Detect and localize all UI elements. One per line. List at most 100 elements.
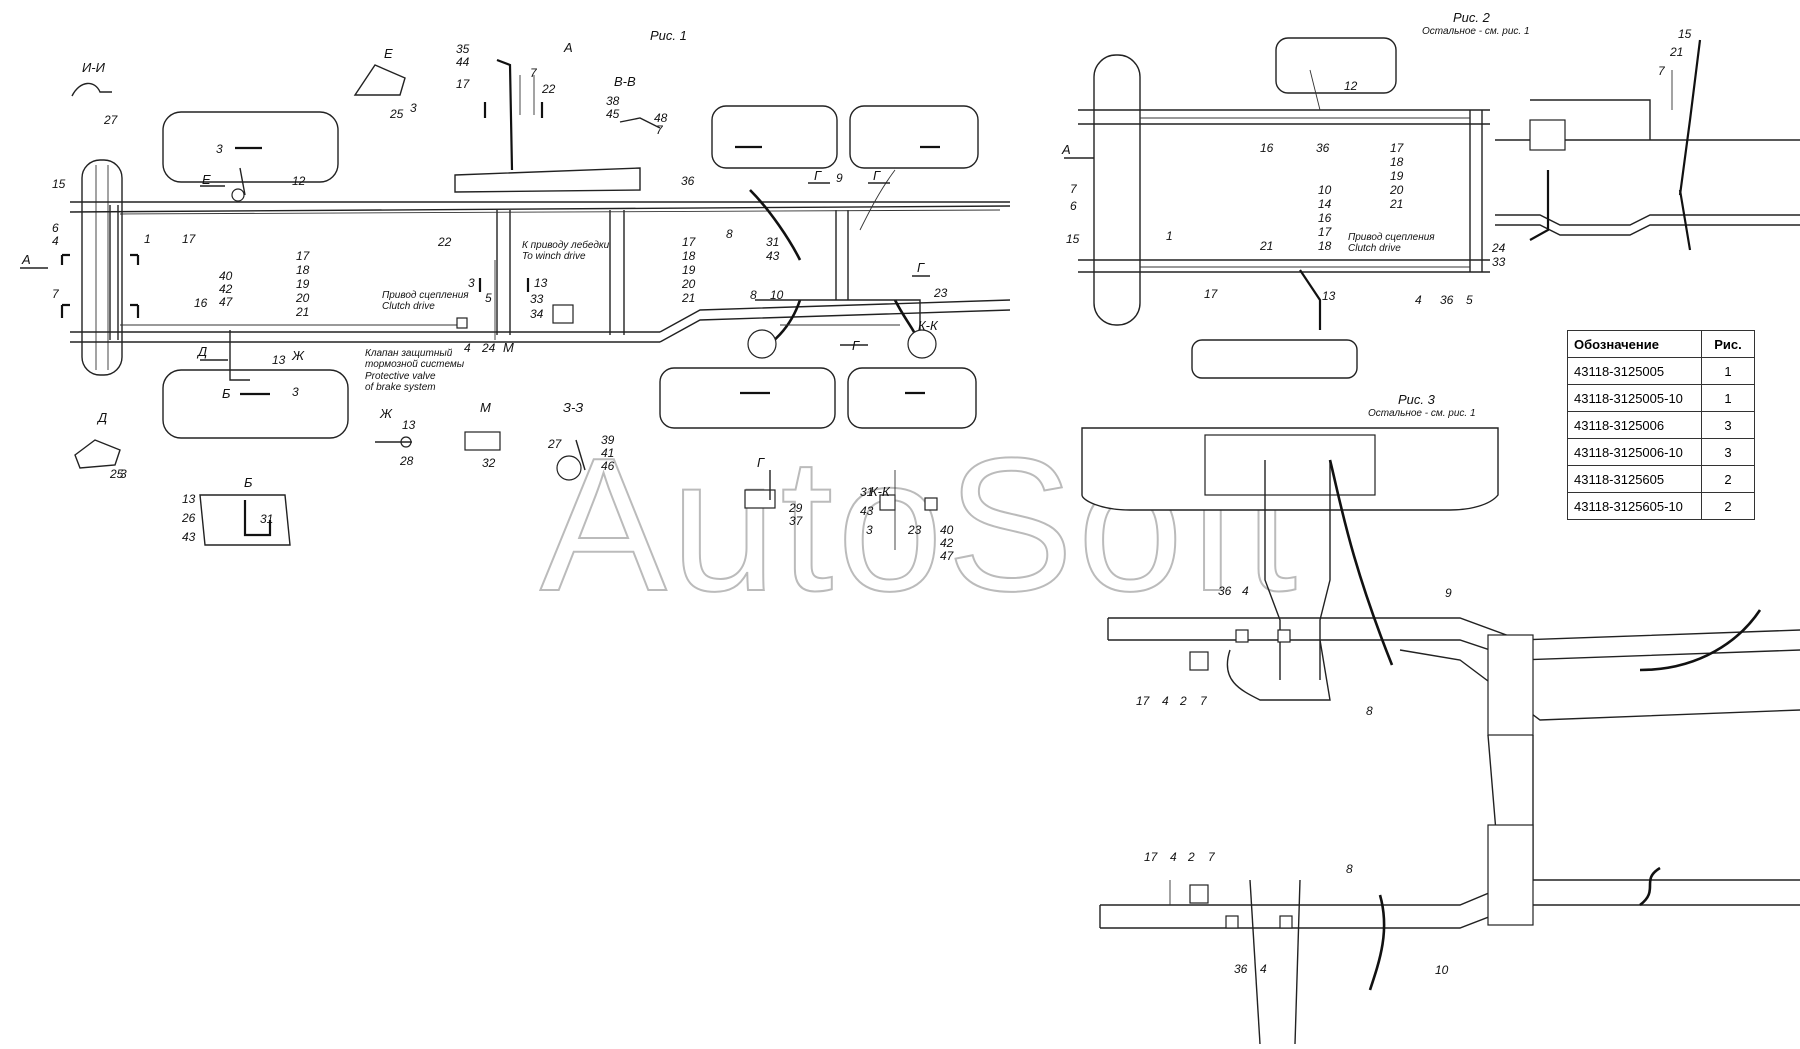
callout-17: 17 xyxy=(1318,225,1333,239)
rear-tire-bottom-1 xyxy=(659,367,836,429)
callout-8: 8 xyxy=(1366,704,1373,718)
callout-1: 1 xyxy=(1166,229,1173,243)
callout-17: 17 xyxy=(296,249,311,263)
rear-axle-hoses xyxy=(747,169,937,359)
callout-5: 5 xyxy=(485,291,492,305)
callout-21: 21 xyxy=(681,291,695,305)
table-cell-designation: 43118-3125605-10 xyxy=(1567,492,1702,520)
table-cell-designation: 43118-3125006-10 xyxy=(1567,438,1702,466)
figure-2: Рис. 2 Остальное - см. рис. 1 А Привод с… xyxy=(1061,10,1800,379)
callout-4: 4 xyxy=(1162,694,1169,708)
fig2-callouts: 12 16 36 17 18 19 20 21 10 14 16 17 18 7… xyxy=(1066,27,1692,307)
callout-18: 18 xyxy=(1390,155,1404,169)
callout-7: 7 xyxy=(1658,64,1666,78)
section-markers xyxy=(20,102,930,361)
view-m: М xyxy=(480,400,491,415)
callout-6: 6 xyxy=(52,221,59,235)
note-clutch-en: Clutch drive xyxy=(382,301,435,312)
callout-12: 12 xyxy=(1344,79,1358,93)
front-tire-bottom xyxy=(162,369,349,439)
callout-10: 10 xyxy=(1318,183,1332,197)
table-row: 43118-3125006 3 xyxy=(1567,411,1755,439)
figure-2-note: Остальное - см. рис. 1 xyxy=(1422,26,1530,37)
note-valve-ru-1: Клапан защитный xyxy=(365,348,453,359)
fig2-note-clutch-en: Clutch drive xyxy=(1348,243,1401,254)
note-clutch-ru: Привод сцепления xyxy=(382,290,469,301)
callout-4: 4 xyxy=(1170,850,1177,864)
callout-21: 21 xyxy=(1389,197,1403,211)
view-ii: И-И xyxy=(82,60,106,75)
callout-39: 39 xyxy=(601,433,615,447)
bracket-a xyxy=(454,58,641,193)
callout-5: 5 xyxy=(1466,293,1473,307)
note-valve-en-2: of brake system xyxy=(365,382,436,393)
detail-ye xyxy=(353,64,406,96)
callout-28: 28 xyxy=(399,454,414,468)
table-cell-figure: 3 xyxy=(1701,411,1755,439)
callout-15: 15 xyxy=(1066,232,1080,246)
callout-4: 4 xyxy=(464,341,471,355)
callout-25: 25 xyxy=(109,467,124,481)
table-row: 43118-3125605 2 xyxy=(1567,465,1755,493)
callout-10: 10 xyxy=(770,288,784,302)
rear-tire-top-1 xyxy=(711,105,838,169)
callout-4: 4 xyxy=(52,234,59,248)
view-marker-b-frame: Б xyxy=(222,386,231,401)
callout-9: 9 xyxy=(1445,586,1452,600)
callout-47: 47 xyxy=(940,549,955,563)
callout-36: 36 xyxy=(1234,962,1248,976)
rear-tire-bottom-2 xyxy=(847,367,977,429)
view-marker-a-left: А xyxy=(21,252,31,267)
callout-20: 20 xyxy=(295,291,310,305)
callout-17: 17 xyxy=(182,232,197,246)
view-marker-m-frame: М xyxy=(503,340,514,355)
callout-7: 7 xyxy=(656,123,664,137)
callout-6: 6 xyxy=(1070,199,1077,213)
callout-24: 24 xyxy=(1491,241,1506,255)
callout-29: 29 xyxy=(788,501,803,515)
callout-12: 12 xyxy=(292,174,306,188)
callout-24: 24 xyxy=(481,341,496,355)
callout-4: 4 xyxy=(1260,962,1267,976)
callout-3: 3 xyxy=(216,142,223,156)
callout-19: 19 xyxy=(682,263,696,277)
fig1-callouts: 27 25 3 35 44 7 17 22 38 45 48 7 3 15 12… xyxy=(52,42,955,563)
callout-17: 17 xyxy=(1136,694,1151,708)
callout-18: 18 xyxy=(296,263,310,277)
view-marker-g-left: Г xyxy=(814,168,822,183)
callout-7: 7 xyxy=(52,287,60,301)
detail-ii xyxy=(71,82,112,97)
callout-10: 10 xyxy=(1435,963,1449,977)
view-a: А xyxy=(563,40,573,55)
callout-17: 17 xyxy=(682,235,697,249)
callout-22: 22 xyxy=(541,82,556,96)
callout-3: 3 xyxy=(866,523,873,537)
callout-21: 21 xyxy=(1259,239,1273,253)
callout-13: 13 xyxy=(402,418,416,432)
callout-15: 15 xyxy=(52,177,66,191)
view-kk: К-К xyxy=(870,484,891,499)
callout-34: 34 xyxy=(530,307,544,321)
callout-40: 40 xyxy=(219,269,233,283)
callout-8: 8 xyxy=(726,227,733,241)
note-valve-en-1: Protective valve xyxy=(365,371,436,382)
callout-13: 13 xyxy=(272,353,286,367)
callout-45: 45 xyxy=(606,107,620,121)
callout-8: 8 xyxy=(1346,862,1353,876)
note-valve-ru-2: тормозной системы xyxy=(365,359,465,370)
table-cell-figure: 2 xyxy=(1701,492,1755,520)
table-cell-designation: 43118-3125006 xyxy=(1567,411,1702,439)
callout-7: 7 xyxy=(1208,850,1216,864)
table-cell-designation: 43118-3125005-10 xyxy=(1567,384,1702,412)
detail-m-part xyxy=(464,431,501,451)
table-cell-figure: 1 xyxy=(1701,384,1755,412)
view-b: Б xyxy=(244,475,253,490)
callout-3: 3 xyxy=(468,276,475,290)
view-vv: В-В xyxy=(614,74,636,89)
callout-36: 36 xyxy=(681,174,695,188)
callout-16: 16 xyxy=(1318,211,1332,225)
rear-tire-top-2 xyxy=(849,105,979,169)
callout-42: 42 xyxy=(940,536,954,550)
